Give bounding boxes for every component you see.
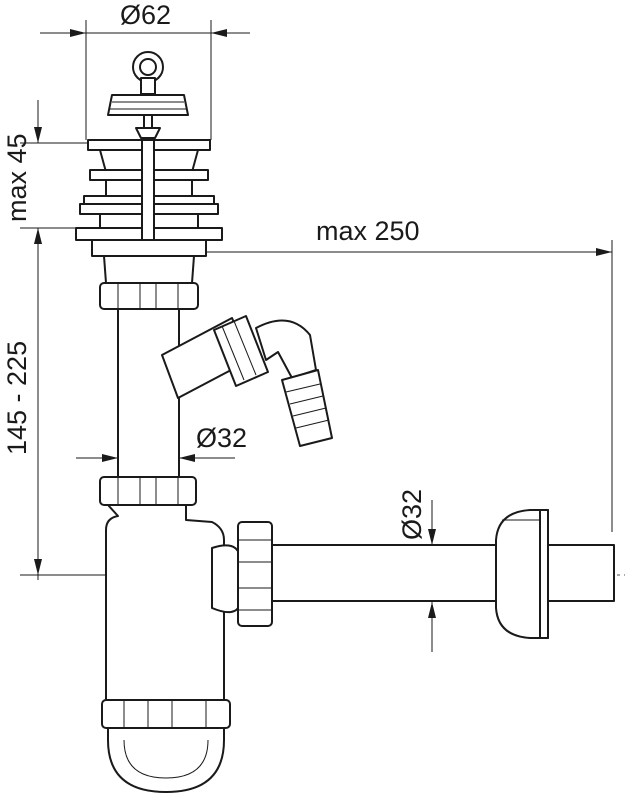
- bottom-nut: [101, 699, 231, 729]
- pipe-diameter-label: Ø32: [196, 423, 247, 453]
- bottle-trap-body: [105, 504, 241, 701]
- dimension-max-45: max 45: [2, 100, 100, 580]
- upper-nut: [99, 282, 199, 310]
- dimension-max-250: max 250: [148, 216, 613, 532]
- max-length-label: max 250: [316, 216, 420, 246]
- lower-nut: [99, 476, 197, 506]
- outlet-nut: [237, 521, 273, 627]
- vertical-pipe: [117, 308, 180, 478]
- dimension-outlet-diameter: Ø32: [397, 489, 436, 652]
- height-range-label: 145 - 225: [2, 341, 32, 455]
- outlet-pipe: [271, 544, 615, 602]
- dimension-plug-diameter: Ø62: [40, 0, 250, 140]
- strainer-flange: [75, 139, 223, 284]
- bottom-cup: [107, 727, 225, 793]
- sink-plug: [107, 51, 189, 139]
- wall-rosette: [495, 509, 549, 639]
- max-height-label: max 45: [2, 133, 32, 222]
- plug-diameter-label: Ø62: [120, 0, 171, 30]
- dimension-height-range: 145 - 225: [2, 341, 130, 576]
- side-inlet: [161, 315, 333, 447]
- outlet-diameter-label: Ø32: [397, 489, 427, 540]
